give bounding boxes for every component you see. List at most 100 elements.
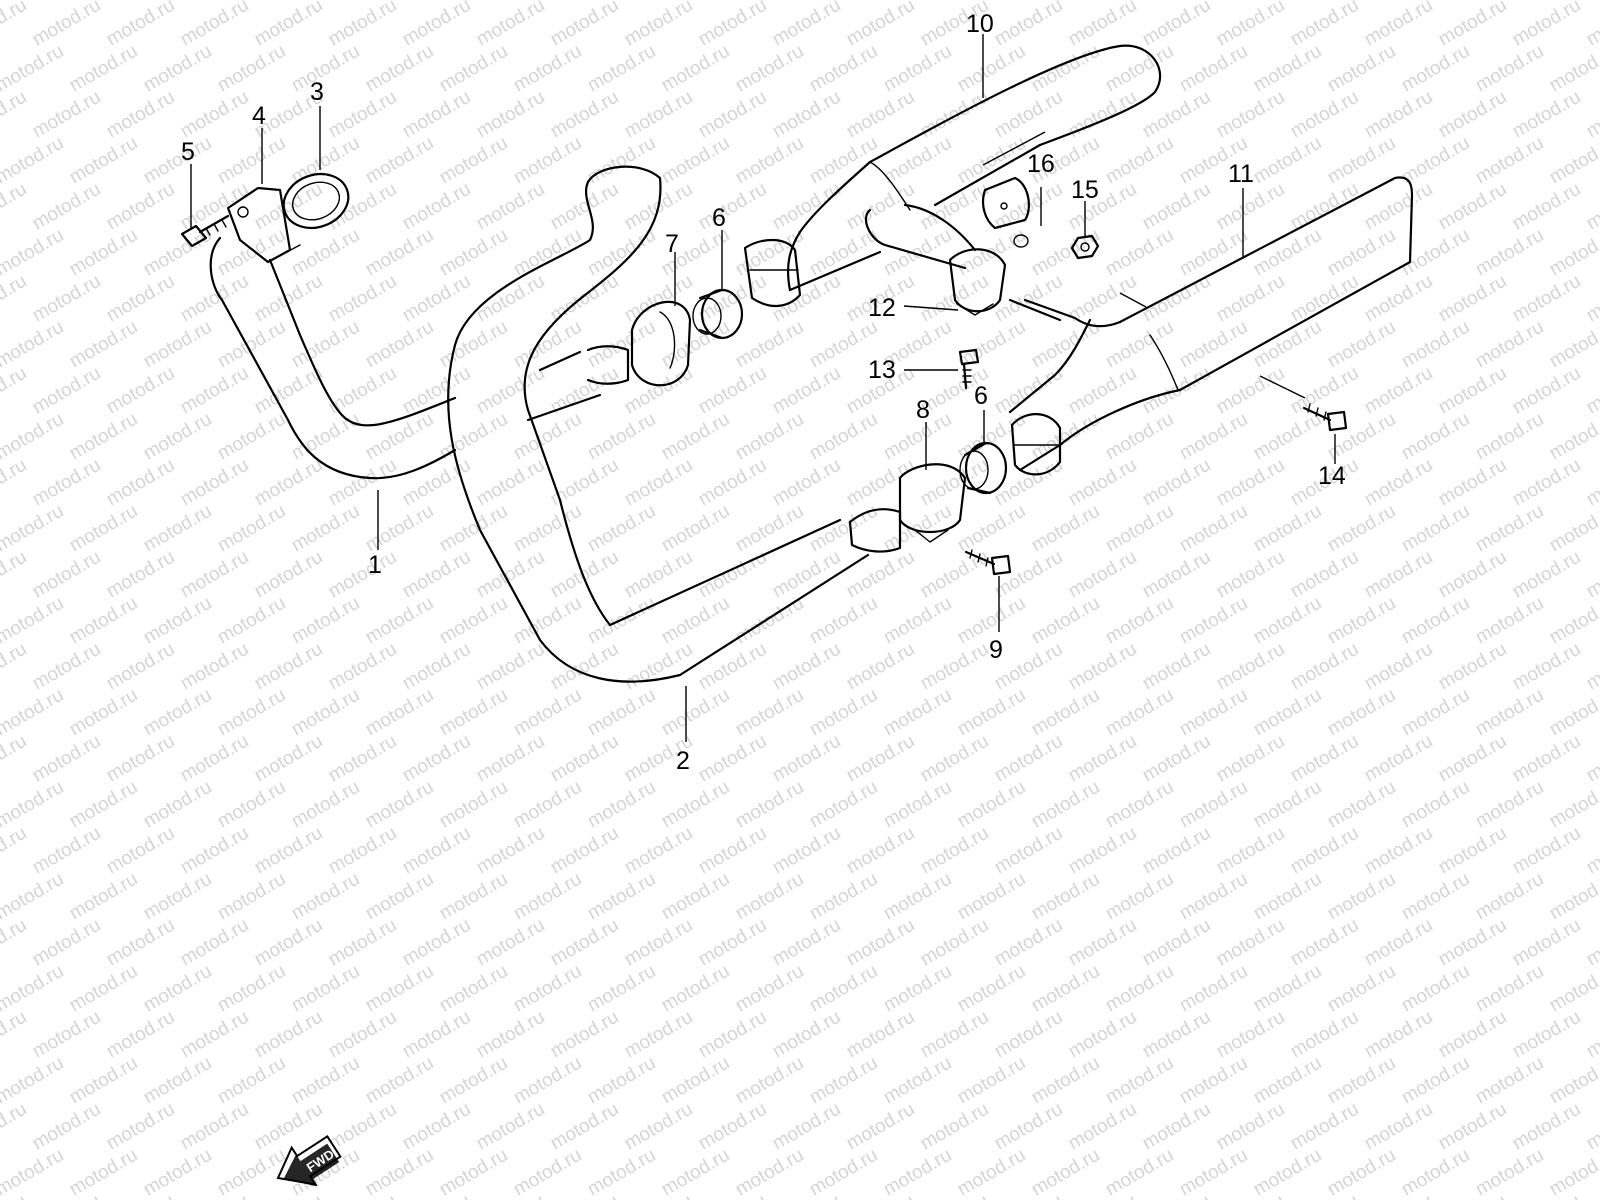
callout-8: 8 (916, 396, 930, 424)
watermark-text: motod.ru (1065, 1191, 1140, 1200)
watermark-text: motod.ru (1361, 0, 1436, 50)
watermark-text: motod.ru (399, 1099, 474, 1155)
callout-11: 11 (1228, 160, 1254, 188)
watermark-text: motod.ru (1102, 133, 1177, 189)
callout-6-upper: 6 (712, 204, 726, 232)
watermark-text: motod.ru (1287, 1099, 1362, 1155)
watermark-text: motod.ru (658, 1053, 733, 1109)
watermark-text: motod.ru (325, 731, 400, 787)
watermark-text: motod.ru (621, 639, 696, 695)
watermark-text: motod.ru (0, 915, 30, 971)
watermark-text: motod.ru (991, 823, 1066, 879)
watermark-text: motod.ru (0, 41, 67, 97)
watermark-text: motod.ru (1435, 271, 1510, 327)
watermark-text: motod.ru (436, 41, 511, 97)
watermark-text: motod.ru (1583, 639, 1600, 695)
watermark-text: motod.ru (140, 961, 215, 1017)
watermark-text: motod.ru (917, 823, 992, 879)
watermark-text: motod.ru (436, 501, 511, 557)
watermark-text: motod.ru (66, 869, 141, 925)
watermark-text: motod.ru (362, 501, 437, 557)
watermark-text: motod.ru (362, 869, 437, 925)
watermark-text: motod.ru (1361, 1191, 1436, 1200)
watermark-text: motod.ru (214, 409, 289, 465)
watermark-text: motod.ru (1213, 0, 1288, 50)
watermark-text: motod.ru (1139, 731, 1214, 787)
watermark-text: motod.ru (0, 593, 67, 649)
watermark-text: motod.ru (362, 225, 437, 281)
watermark-text: motod.ru (473, 823, 548, 879)
watermark-text: motod.ru (584, 777, 659, 833)
watermark-text: motod.ru (1176, 409, 1251, 465)
watermark-text: motod.ru (584, 41, 659, 97)
watermark-text: motod.ru (584, 961, 659, 1017)
watermark-text: motod.ru (1583, 363, 1600, 419)
watermark-text: motod.ru (510, 41, 585, 97)
watermark-text: motod.ru (1102, 501, 1177, 557)
watermark-text: motod.ru (991, 547, 1066, 603)
watermark-text: motod.ru (362, 317, 437, 373)
watermark-text: motod.ru (991, 363, 1066, 419)
watermark-text: motod.ru (1250, 961, 1325, 1017)
watermark-text: motod.ru (1472, 501, 1547, 557)
watermark-text: motod.ru (843, 1191, 918, 1200)
watermark-text: motod.ru (29, 547, 104, 603)
watermark-text: motod.ru (547, 731, 622, 787)
watermark-text: motod.ru (843, 87, 918, 143)
watermark-text: motod.ru (1176, 41, 1251, 97)
watermark-text: motod.ru (1324, 133, 1399, 189)
watermark-text: motod.ru (103, 363, 178, 419)
watermark-text: motod.ru (66, 41, 141, 97)
watermark-text: motod.ru (1102, 1053, 1177, 1109)
watermark-text: motod.ru (1213, 87, 1288, 143)
watermark-text: motod.ru (1287, 547, 1362, 603)
bolt-13 (958, 348, 980, 390)
watermark-text: motod.ru (1509, 1191, 1584, 1200)
watermark-text: motod.ru (1065, 915, 1140, 971)
watermark-text: motod.ru (1324, 685, 1399, 741)
watermark-text: motod.ru (880, 593, 955, 649)
watermark-text: motod.ru (547, 455, 622, 511)
watermark-text: motod.ru (621, 0, 696, 50)
watermark-text: motod.ru (473, 179, 548, 235)
watermark-text: motod.ru (1435, 87, 1510, 143)
watermark-text: motod.ru (325, 1191, 400, 1200)
watermark-text: motod.ru (732, 1145, 807, 1200)
watermark-text: motod.ru (251, 731, 326, 787)
watermark-text: motod.ru (1361, 271, 1436, 327)
gasket-6-lower (959, 441, 1008, 495)
watermark-text: motod.ru (1213, 455, 1288, 511)
watermark-text: motod.ru (806, 961, 881, 1017)
watermark-text: motod.ru (1398, 1145, 1473, 1200)
watermark-text: motod.ru (1065, 823, 1140, 879)
watermark-text: motod.ru (1250, 501, 1325, 557)
watermark-text: motod.ru (880, 1145, 955, 1200)
watermark-text: motod.ru (1139, 179, 1214, 235)
watermark-text: motod.ru (547, 1007, 622, 1063)
watermark-text: motod.ru (732, 133, 807, 189)
watermark-text: motod.ru (399, 731, 474, 787)
watermark-text: motod.ru (806, 777, 881, 833)
watermark-text: motod.ru (0, 87, 30, 143)
watermark-text: motod.ru (66, 409, 141, 465)
watermark-text: motod.ru (880, 685, 955, 741)
watermark-text: motod.ru (584, 1053, 659, 1109)
watermark-text: motod.ru (362, 133, 437, 189)
watermark-text: motod.ru (0, 0, 30, 50)
watermark-text: motod.ru (362, 409, 437, 465)
watermark-text: motod.ru (1250, 41, 1325, 97)
watermark-text: motod.ru (0, 1191, 30, 1200)
watermark-text: motod.ru (473, 271, 548, 327)
watermark-text: motod.ru (66, 685, 141, 741)
watermark-text: motod.ru (399, 639, 474, 695)
watermark-text: motod.ru (473, 87, 548, 143)
watermark-text: motod.ru (695, 1191, 770, 1200)
watermark-text: motod.ru (917, 87, 992, 143)
watermark-text: motod.ru (1176, 593, 1251, 649)
watermark-text: motod.ru (769, 639, 844, 695)
watermark-text: motod.ru (473, 0, 548, 50)
callout-16: 16 (1027, 150, 1055, 178)
watermark-text: motod.ru (917, 1099, 992, 1155)
watermark-text: motod.ru (29, 87, 104, 143)
